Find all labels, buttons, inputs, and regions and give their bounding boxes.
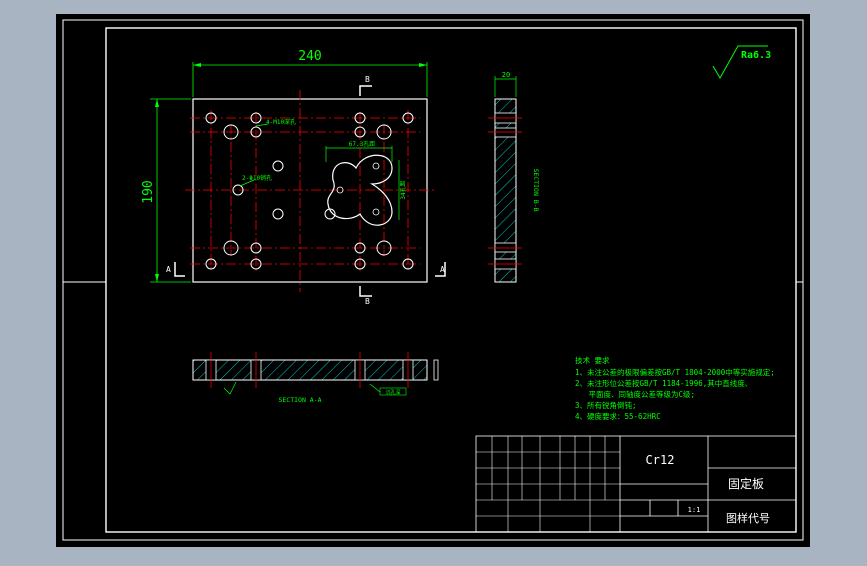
plate-outline	[192, 98, 428, 283]
note-2: 2、未注形位公差按GB/T 1184-1996,其中直线度、	[575, 378, 752, 388]
section-marker-a-left: A	[166, 265, 171, 274]
section-aa-view: 沉孔深 SECTION A-A	[192, 352, 439, 404]
dim-cutout-h: 67.3孔距	[349, 140, 375, 148]
hole-note-m10: 4-M10深孔	[266, 118, 296, 126]
section-bb-label: SECTION B-B	[532, 168, 540, 211]
material-label: Cr12	[646, 453, 675, 467]
plan-view: 240 190	[141, 49, 446, 306]
three-lobe-cutout	[327, 154, 393, 226]
notes-title: 技术 要求	[575, 355, 610, 365]
hole-note-pin: 2-Φ10销孔	[242, 174, 272, 182]
drawing-code-label: 图样代号	[726, 511, 770, 525]
note-3: 平面度、同轴度公差等级为C级;	[575, 389, 695, 399]
section-marker-b-bottom: B	[365, 297, 370, 306]
roughness-symbol: Ra6.3	[712, 45, 771, 80]
section-bb-view: 20 SECTION B-B	[488, 71, 540, 283]
note-4: 3、所有锐角倒钝;	[575, 400, 637, 410]
outer-frame	[62, 19, 804, 541]
note-5: 4、硬度要求：55-62HRC	[575, 411, 661, 421]
part-name-label: 固定板	[728, 476, 764, 491]
dim-cutout-v: 34孔距	[399, 180, 407, 199]
roughness-label: Ra6.3	[741, 50, 771, 61]
title-block	[475, 435, 797, 533]
section-marker-b-top: B	[365, 75, 370, 84]
plan-centerlines	[185, 90, 435, 292]
section-aa-label: SECTION A-A	[278, 396, 321, 404]
drawing-sheet	[56, 14, 810, 547]
section-aa-note: 沉孔深	[385, 389, 400, 396]
dim-thickness: 20	[502, 71, 510, 79]
note-1: 1、未注公差的极限偏差按GB/T 1804-2000中等实施规定;	[575, 367, 775, 377]
dim-height-label: 190	[141, 180, 156, 203]
inner-frame	[105, 27, 797, 533]
plan-holes	[205, 112, 414, 270]
scale-label: 1:1	[688, 506, 701, 514]
dim-width-label: 240	[298, 49, 321, 64]
section-marker-a-right: A	[440, 265, 445, 274]
technical-notes: 技术 要求 1、未注公差的极限偏差按GB/T 1804-2000中等实施规定; …	[575, 355, 775, 421]
